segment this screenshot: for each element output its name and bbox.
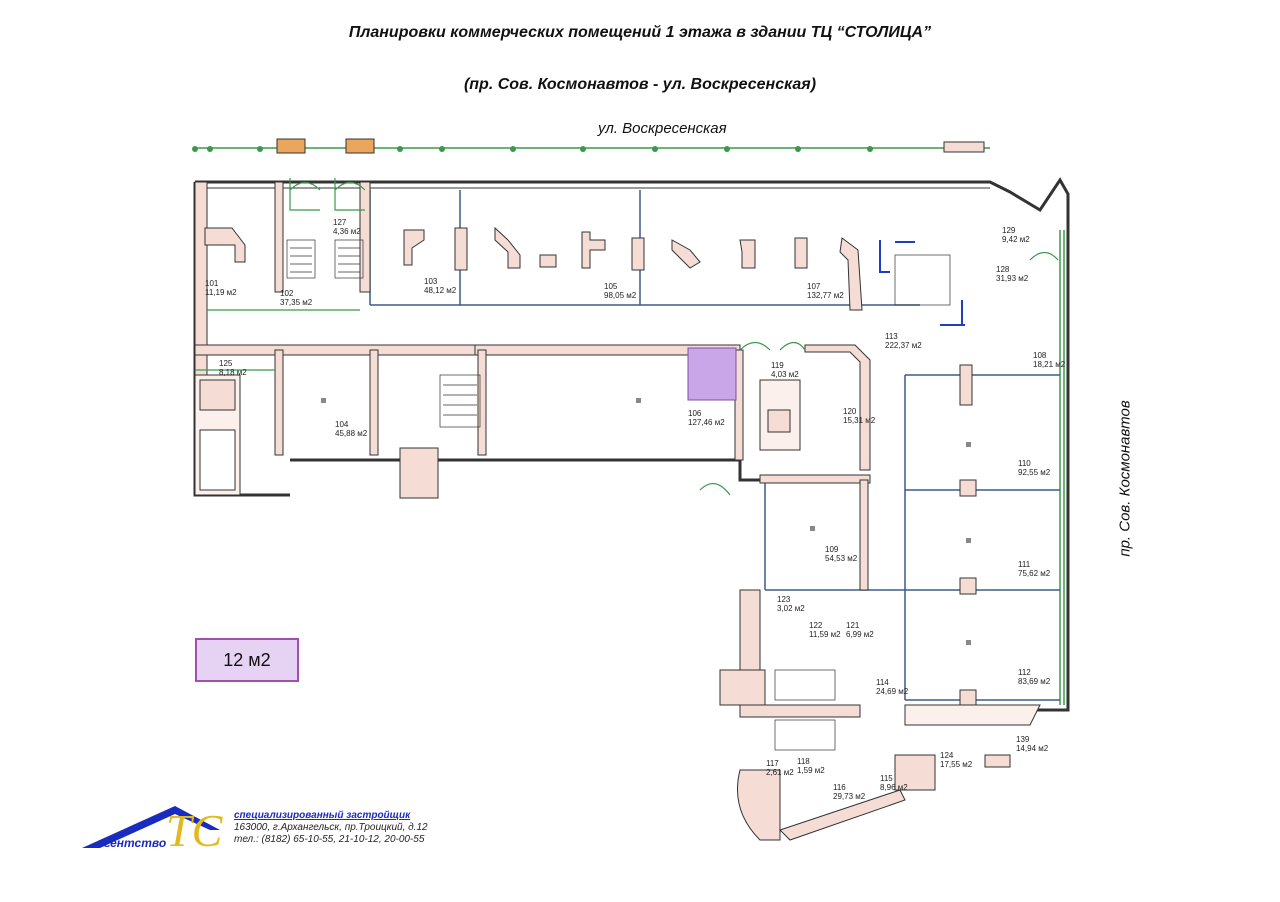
- room-123-num: 123: [777, 595, 791, 604]
- street-label-top: ул. Воскресенская: [598, 120, 727, 137]
- stairs: [286, 239, 951, 751]
- room-118-num: 118: [797, 757, 810, 766]
- room-103-num: 103: [424, 277, 438, 286]
- room-120-num: 120: [843, 407, 857, 416]
- wall-segments: [194, 181, 1041, 841]
- room-127-num: 127: [333, 218, 347, 227]
- room-123-area: 3,02 м2: [777, 604, 805, 613]
- room-104-area: 45,88 м2: [335, 429, 368, 438]
- plan-title: Планировки коммерческих помещений 1 этаж…: [348, 24, 932, 41]
- company-address: 163000, г.Архангельск, пр.Троицкий, д.12: [234, 822, 428, 833]
- room-115-area: 8,96 м2: [880, 783, 908, 792]
- room-112-num: 112: [1018, 668, 1031, 677]
- room-116-area: 29,73 м2: [833, 792, 866, 801]
- room-128-area: 31,93 м2: [996, 274, 1029, 283]
- room-139-num: 139: [1016, 735, 1030, 744]
- glass-doors: [195, 178, 1059, 496]
- room-105-area: 98,05 м2: [604, 291, 637, 300]
- room-112-area: 83,69 м2: [1018, 677, 1051, 686]
- plan-subtitle: (пр. Сов. Космонавтов - ул. Воскресенска…: [463, 76, 817, 93]
- room-labels: 101 11,19 м2 102 37,35 м2 127 4,36 м2 10…: [205, 218, 1066, 801]
- svg-text:ТС: ТС: [166, 805, 224, 856]
- room-101-num: 101: [205, 279, 219, 288]
- room-109-area: 54,53 м2: [825, 554, 858, 563]
- room-124-area: 17,55 м2: [940, 760, 973, 769]
- room-121-area: 6,99 м2: [846, 630, 874, 639]
- room-106-area: 127,46 м2: [688, 418, 725, 427]
- room-113-num: 113: [885, 332, 898, 341]
- company-phones: тел.: (8182) 65-10-55, 21-10-12, 20-00-5…: [234, 834, 425, 845]
- room-109-num: 109: [825, 545, 839, 554]
- room-116-num: 116: [833, 783, 846, 792]
- room-119-num: 119: [771, 361, 784, 370]
- room-110-area: 92,55 м2: [1018, 468, 1051, 477]
- room-108-area: 18,21 м2: [1033, 360, 1066, 369]
- room-108-num: 108: [1033, 351, 1047, 360]
- room-122-area: 11,59 м2: [809, 630, 841, 639]
- legend-area-box: 12 м2: [195, 638, 299, 682]
- room-106-num: 106: [688, 409, 702, 418]
- company-logo: ТС: [82, 805, 224, 856]
- room-107-area: 132,77 м2: [807, 291, 844, 300]
- company-name: специализированный застройщик: [234, 810, 411, 821]
- room-104-num: 104: [335, 420, 349, 429]
- room-129-num: 129: [1002, 226, 1016, 235]
- room-111-area: 75,62 м2: [1018, 569, 1051, 578]
- room-125-area: 8,18 м2: [219, 368, 247, 377]
- company-info: специализированный застройщик 163000, г.…: [234, 810, 428, 846]
- room-107-num: 107: [807, 282, 821, 291]
- room-139-area: 14,94 м2: [1016, 744, 1049, 753]
- room-114-num: 114: [876, 678, 889, 687]
- room-110-num: 110: [1018, 459, 1031, 468]
- columns: [321, 398, 971, 645]
- room-105-num: 105: [604, 282, 618, 291]
- room-113-area: 222,37 м2: [885, 341, 922, 350]
- room-118-area: 1,59 м2: [797, 766, 825, 775]
- logo-word: гентство: [104, 836, 167, 850]
- room-101-area: 11,19 м2: [205, 288, 237, 297]
- room-114-area: 24,69 м2: [876, 687, 909, 696]
- room-129-area: 9,42 м2: [1002, 235, 1030, 244]
- room-127-area: 4,36 м2: [333, 227, 361, 236]
- room-124-num: 124: [940, 751, 954, 760]
- room-119-area: 4,03 м2: [771, 370, 799, 379]
- room-125-num: 125: [219, 359, 233, 368]
- room-102-area: 37,35 м2: [280, 298, 313, 307]
- outer-walls: [193, 177, 1070, 712]
- room-111-num: 111: [1018, 560, 1031, 569]
- room-122-num: 122: [809, 621, 823, 630]
- facade-top: [192, 138, 990, 154]
- escalator-rails: [879, 240, 965, 326]
- room-121-num: 121: [846, 621, 860, 630]
- room-117-area: 2,61 м2: [766, 768, 794, 777]
- room-103-area: 48,12 м2: [424, 286, 457, 295]
- room-120-area: 15,31 м2: [843, 416, 876, 425]
- room-128-num: 128: [996, 265, 1010, 274]
- room-115-num: 115: [880, 774, 893, 783]
- room-102-num: 102: [280, 289, 294, 298]
- room-117-num: 117: [766, 759, 779, 768]
- partitions: [369, 190, 1060, 701]
- highlighted-unit: [687, 347, 737, 401]
